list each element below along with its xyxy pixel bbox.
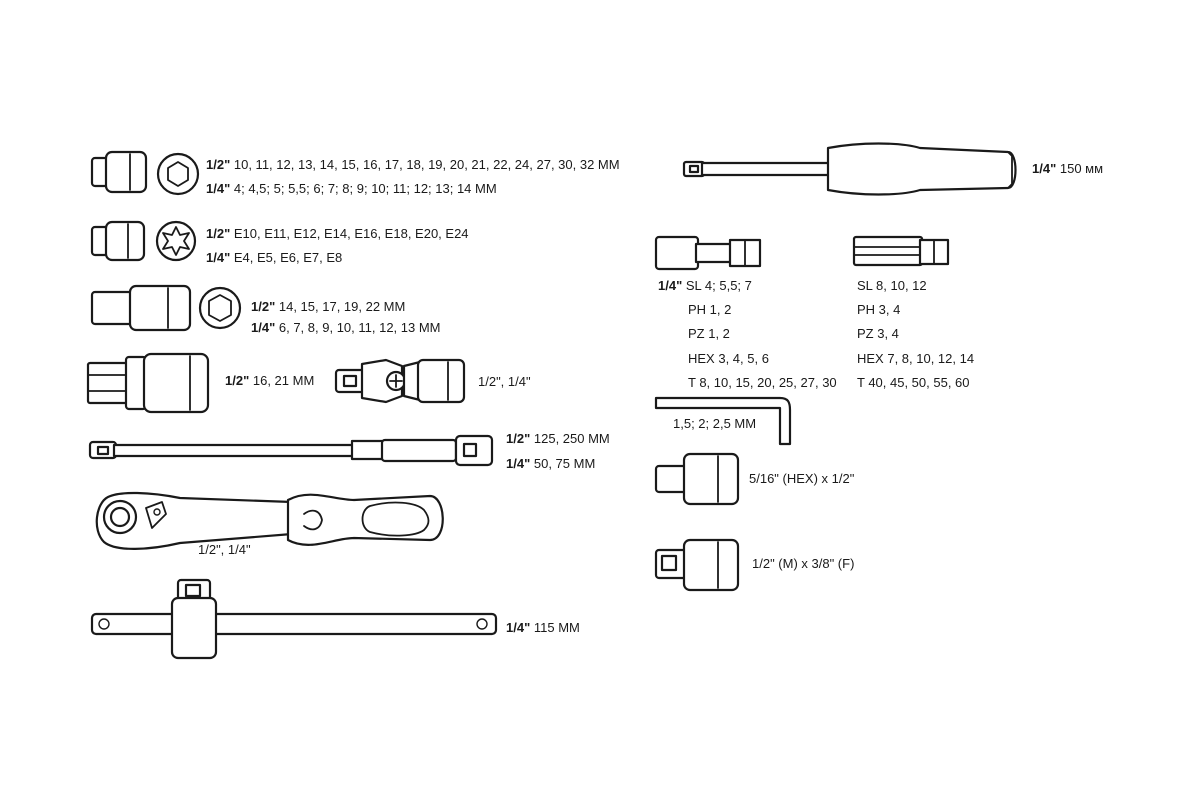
label-values: 4; 4,5; 5; 5,5; 6; 7; 8; 9; 10; 11; 12; … [233,181,497,196]
label-bits-right-row: PZ 3, 4 [857,326,899,342]
label-bits-right-row: SL 8, 10, 12 [857,278,927,294]
label-spark-socket: 1/2" 16, 21 MM [225,373,314,389]
label-bits-right-row: HEX 7, 8, 10, 12, 14 [857,351,974,367]
bit-hex-shank-icon [852,235,950,267]
label-hex-key: 1,5; 2; 2,5 MM [673,416,756,432]
label-reducer-adapter: 1/2" (M) x 3/8" (F) [752,556,854,572]
label-values: 125, 250 MM [533,431,610,446]
label-values: 10, 11, 12, 13, 14, 15, 16, 17, 18, 19, … [233,157,620,172]
socket-standard-icon [90,150,148,194]
label-values: E4, E5, E6, E7, E8 [233,250,343,265]
label-sockets-deep-quarter: 1/4" 6, 7, 8, 9, 10, 11, 12, 13 MM [251,320,441,336]
label-ratchet: 1/2", 1/4" [198,542,251,558]
label-size: 1/4" [506,456,531,471]
label-size: 1/4" [251,320,276,335]
label-values: 1,5; 2; 2,5 MM [673,416,757,431]
label-bits-left-row: HEX 3, 4, 5, 6 [688,351,769,367]
label-sockets-hex-half: 1/2" 10, 11, 12, 13, 14, 15, 16, 17, 18,… [206,157,620,173]
label-sockets-torx-half: 1/2" E10, E11, E12, E14, E16, E18, E20, … [206,226,469,242]
label-values: 115 MM [533,620,580,635]
label-bits-left-row: T 8, 10, 15, 20, 25, 27, 30 [688,375,837,391]
extension-bar-icon [88,434,494,467]
label-values: 1/2", 1/4" [478,374,531,389]
label-size: 1/2" [206,226,231,241]
label-size: 1/4" [206,250,231,265]
bit-with-holder-icon [654,235,762,271]
label-values: 16, 21 MM [252,373,315,388]
label-values: PZ 3, 4 [857,326,899,341]
label-extension-half: 1/2" 125, 250 MM [506,431,610,447]
label-hex-adapter: 5/16" (HEX) x 1/2" [749,471,854,487]
label-sockets-deep-half: 1/2" 14, 15, 17, 19, 22 MM [251,299,405,315]
socket-deep-icon [90,284,192,332]
reducer-adapter-icon [654,538,740,592]
ratchet-icon [95,491,444,550]
label-values: T 8, 10, 15, 20, 25, 27, 30 [688,375,837,390]
label-size: 1/4" [506,620,531,635]
label-universal-joint: 1/2", 1/4" [478,374,531,390]
label-values: 1/2", 1/4" [198,542,251,557]
label-values: 150 мм [1059,161,1104,176]
label-values: 14, 15, 17, 19, 22 MM [278,299,406,314]
label-size: 1/2" [206,157,231,172]
label-bits-right-row: T 40, 45, 50, 55, 60 [857,375,970,391]
label-size: 1/4" [1032,161,1057,176]
label-size: 1/2" [225,373,250,388]
label-values: 1/2" (M) x 3/8" (F) [752,556,855,571]
torx-socket-end-icon [155,220,197,262]
label-size: 1/2" [506,431,531,446]
hex-deep-socket-end-icon [198,286,242,330]
spark-plug-socket-icon [86,352,210,414]
label-sockets-hex-quarter: 1/4" 4; 4,5; 5; 5,5; 6; 7; 8; 9; 10; 11;… [206,181,497,197]
label-values: 50, 75 MM [533,456,596,471]
label-tbar: 1/4" 115 MM [506,620,580,636]
label-values: SL 4; 5,5; 7 [685,278,752,293]
socket-torx-icon [90,220,146,262]
hex-key-icon [654,396,792,446]
universal-joint-icon [334,358,466,404]
label-bits-right-row: PH 3, 4 [857,302,900,318]
label-values: E10, E11, E12, E14, E16, E18, E20, E24 [233,226,469,241]
label-bits-left-row: 1/4" SL 4; 5,5; 7 [658,278,752,294]
bit-screwdriver-icon [682,142,1017,196]
label-size: 1/4" [206,181,231,196]
t-bar-handle-icon [90,578,498,660]
label-sockets-torx-quarter: 1/4" E4, E5, E6, E7, E8 [206,250,342,266]
hex-adapter-icon [654,452,740,506]
label-values: T 40, 45, 50, 55, 60 [857,375,970,390]
label-screwdriver: 1/4" 150 мм [1032,161,1103,177]
label-values: HEX 7, 8, 10, 12, 14 [857,351,975,366]
label-extension-quarter: 1/4" 50, 75 MM [506,456,595,472]
label-values: 5/16" (HEX) x 1/2" [749,471,855,486]
label-values: HEX 3, 4, 5, 6 [688,351,769,366]
label-values: PH 3, 4 [857,302,901,317]
label-bits-left-row: PZ 1, 2 [688,326,730,342]
label-values: PZ 1, 2 [688,326,730,341]
label-values: 6, 7, 8, 9, 10, 11, 12, 13 MM [278,320,441,335]
label-values: SL 8, 10, 12 [857,278,927,293]
label-values: PH 1, 2 [688,302,732,317]
label-size: 1/4" [658,278,683,293]
hex-socket-end-icon [156,152,200,196]
label-size: 1/2" [251,299,276,314]
label-bits-left-row: PH 1, 2 [688,302,731,318]
